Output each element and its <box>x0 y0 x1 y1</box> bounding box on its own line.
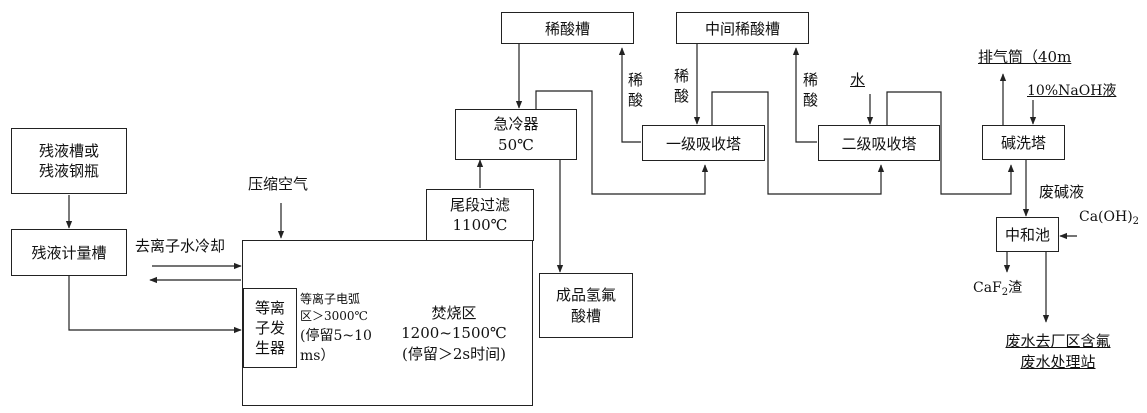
plasma-gen-line2: 子发 <box>254 318 285 337</box>
metering-tank-box: 残液计量槽 <box>11 229 127 276</box>
residue-tank-box: 残液槽或 残液钢瓶 <box>11 128 127 194</box>
arc-zone-line3: (停留5~10 <box>300 327 372 344</box>
arc-zone-line1: 等离子电弧 <box>300 292 361 306</box>
caf2-main: CaF <box>973 280 1002 296</box>
caf2-slag-label: CaF2渣 <box>973 280 1022 299</box>
hf-product-line2: 酸槽 <box>570 306 601 325</box>
absorber1-label: 一级吸收塔 <box>665 134 741 153</box>
arc-zone-line4: ms） <box>300 348 335 365</box>
caoh2-sub: 2 <box>1132 216 1140 227</box>
arrow-absorber1-to-dilute <box>618 47 641 143</box>
wastewater-line1: 废水去厂区含氟 <box>1005 332 1111 350</box>
wastewater-line2: 废水处理站 <box>1020 353 1096 371</box>
residue-tank-line2: 残液钢瓶 <box>38 162 99 180</box>
hf-product-tank-box: 成品氢氟 酸槽 <box>539 273 633 338</box>
dilute-acid-tank-box: 稀酸槽 <box>501 12 634 44</box>
filter-line2: 1100℃ <box>452 216 508 234</box>
waste-alkali-label: 废碱液 <box>1039 183 1085 201</box>
dilute-acid-1-char-b: 酸 <box>628 91 644 110</box>
quench-line2: 50℃ <box>498 135 534 154</box>
neutral-pool-label: 中和池 <box>1004 226 1050 244</box>
arrow-absorber1-to-absorber2 <box>711 91 885 195</box>
dilute-acid-3-char-b: 酸 <box>803 91 819 110</box>
caf2-tail: 渣 <box>1008 280 1023 296</box>
plasma-generator-box: 等离 子发 生器 <box>243 288 297 368</box>
dilute-acid-label-1: 稀 酸 <box>628 70 643 111</box>
absorber1-box: 一级吸收塔 <box>642 125 765 161</box>
compressed-air-label: 压缩空气 <box>248 175 309 193</box>
arrow-metering-to-plasma <box>68 276 242 334</box>
absorber2-box: 二级吸收塔 <box>818 125 940 161</box>
filter-line1: 尾段过滤 <box>449 195 510 214</box>
dilute-tank-label: 稀酸槽 <box>544 19 590 38</box>
hf-product-line1: 成品氢氟 <box>555 286 616 305</box>
dilute-acid-label-3: 稀 酸 <box>803 70 818 111</box>
tail-filter-box: 尾段过滤 1100℃ <box>426 189 534 241</box>
quench-line1: 急冷器 <box>493 115 539 134</box>
neutralization-pool-box: 中和池 <box>996 217 1059 252</box>
mid-dilute-acid-tank-box: 中间稀酸槽 <box>676 12 809 44</box>
dilute-acid-3-char-a: 稀 <box>803 71 819 89</box>
incin-zone-line2: 1200~1500℃ <box>401 324 507 343</box>
caoh2-label: Ca(OH)2 <box>1079 209 1139 228</box>
arrow-absorber2-to-scrubber <box>886 91 1015 195</box>
dilute-acid-1-char-a: 稀 <box>628 71 644 89</box>
naoh-label: 10%NaOH液 <box>1027 83 1117 99</box>
arc-zone-line2: 区＞3000℃ <box>300 309 368 324</box>
deion-cooling-label: 去离子水冷却 <box>135 237 226 255</box>
water-label: 水 <box>850 71 866 89</box>
plasma-gen-line3: 生器 <box>254 339 285 358</box>
exhaust-stack-label: 排气筒（40m <box>978 48 1072 66</box>
metering-tank-label: 残液计量槽 <box>31 244 107 262</box>
mid-dilute-tank-label: 中间稀酸槽 <box>704 19 780 38</box>
arrow-quench-to-absorber1 <box>535 90 709 195</box>
dilute-acid-2-char-b: 酸 <box>674 87 690 106</box>
incin-zone-line1: 焚烧区 <box>431 304 477 322</box>
caoh2-main: Ca(OH) <box>1079 209 1133 225</box>
wastewater-destination-label: 废水去厂区含氟 废水处理站 <box>993 331 1123 373</box>
arrow-absorber2-to-mid <box>792 47 817 143</box>
caf2-sub: 2 <box>1001 287 1009 298</box>
dilute-acid-2-char-a: 稀 <box>674 67 690 85</box>
quench-box: 急冷器 50℃ <box>455 109 577 160</box>
arc-zone-text: 等离子电弧 区＞3000℃ (停留5~10 ms） <box>300 291 372 366</box>
residue-tank-line1: 残液槽或 <box>38 141 99 160</box>
plasma-gen-line1: 等离 <box>254 298 285 317</box>
alkali-scrubber-box: 碱洗塔 <box>982 125 1065 160</box>
dilute-acid-label-2: 稀 酸 <box>674 66 689 107</box>
incin-zone-line3: (停留＞2s时间) <box>402 344 506 363</box>
absorber2-label: 二级吸收塔 <box>841 134 917 153</box>
scrubber-label: 碱洗塔 <box>1000 134 1046 152</box>
incineration-zone-text: 焚烧区 1200~1500℃ (停留＞2s时间) <box>390 303 518 364</box>
